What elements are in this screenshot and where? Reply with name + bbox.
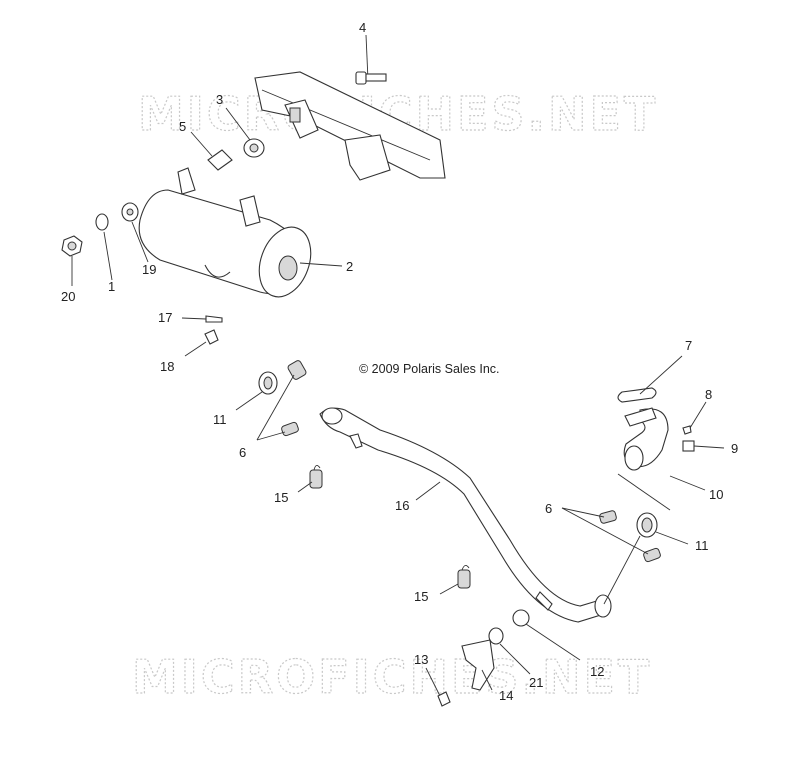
callout-11-upper: 11: [213, 412, 227, 427]
muffler-part-2: [138, 167, 343, 298]
callout-5: 5: [179, 119, 186, 134]
callout-10: 10: [709, 487, 723, 502]
callout-2: 2: [346, 259, 353, 274]
callout-12: 12: [590, 664, 604, 679]
callout-14: 14: [499, 688, 513, 703]
callout-6-left: 6: [239, 445, 246, 460]
head-pipe-part-16: [319, 407, 612, 623]
springs-part-6-right: [561, 507, 661, 563]
bumper-part-12: [512, 609, 581, 661]
callout-18: 18: [160, 359, 174, 374]
callout-8: 8: [705, 387, 712, 402]
callout-6-right: 6: [545, 501, 552, 516]
spring-part-15-upper: [297, 465, 323, 493]
grommet-part-3: [225, 107, 265, 158]
callout-1: 1: [108, 279, 115, 294]
callout-19: 19: [142, 262, 156, 277]
callout-17: 17: [158, 310, 172, 325]
stud-part-8: [682, 401, 707, 435]
callout-9: 9: [731, 441, 738, 456]
callout-7: 7: [685, 338, 692, 353]
watermark-bottom: MICROFICHES.NET: [132, 650, 652, 704]
nut-part-20: [61, 235, 83, 286]
callout-16: 16: [395, 498, 409, 513]
callout-4: 4: [359, 20, 366, 35]
gasket-part-11-upper: [235, 371, 278, 411]
callout-20: 20: [61, 289, 75, 304]
bolt-part-13: [425, 667, 451, 707]
washer-part-21: [488, 627, 531, 675]
copyright-text: © 2009 Polaris Sales Inc.: [359, 362, 500, 376]
screw-part-17: [181, 315, 223, 323]
frame-rail: [254, 71, 446, 181]
callout-21: 21: [529, 675, 543, 690]
callout-15-upper: 15: [274, 490, 288, 505]
grommet-part-19: [121, 202, 149, 263]
springs-part-6-left: [256, 360, 307, 441]
nut-part-9: [682, 440, 725, 452]
callout-15-lower: 15: [414, 589, 428, 604]
plug-part-18: [184, 329, 219, 357]
gasket-part-7: [617, 355, 683, 403]
elbow-part-10: [617, 407, 706, 511]
bracket-part-14: [461, 639, 495, 691]
bolt-part-4: [355, 34, 387, 85]
gasket-part-11-right: [603, 512, 689, 605]
spring-part-15-lower: [439, 565, 471, 595]
callout-11-right: 11: [695, 538, 709, 553]
washer-part-1: [95, 213, 113, 281]
callout-3: 3: [216, 92, 223, 107]
bushing-part-5: [190, 131, 233, 171]
callout-13: 13: [414, 652, 428, 667]
